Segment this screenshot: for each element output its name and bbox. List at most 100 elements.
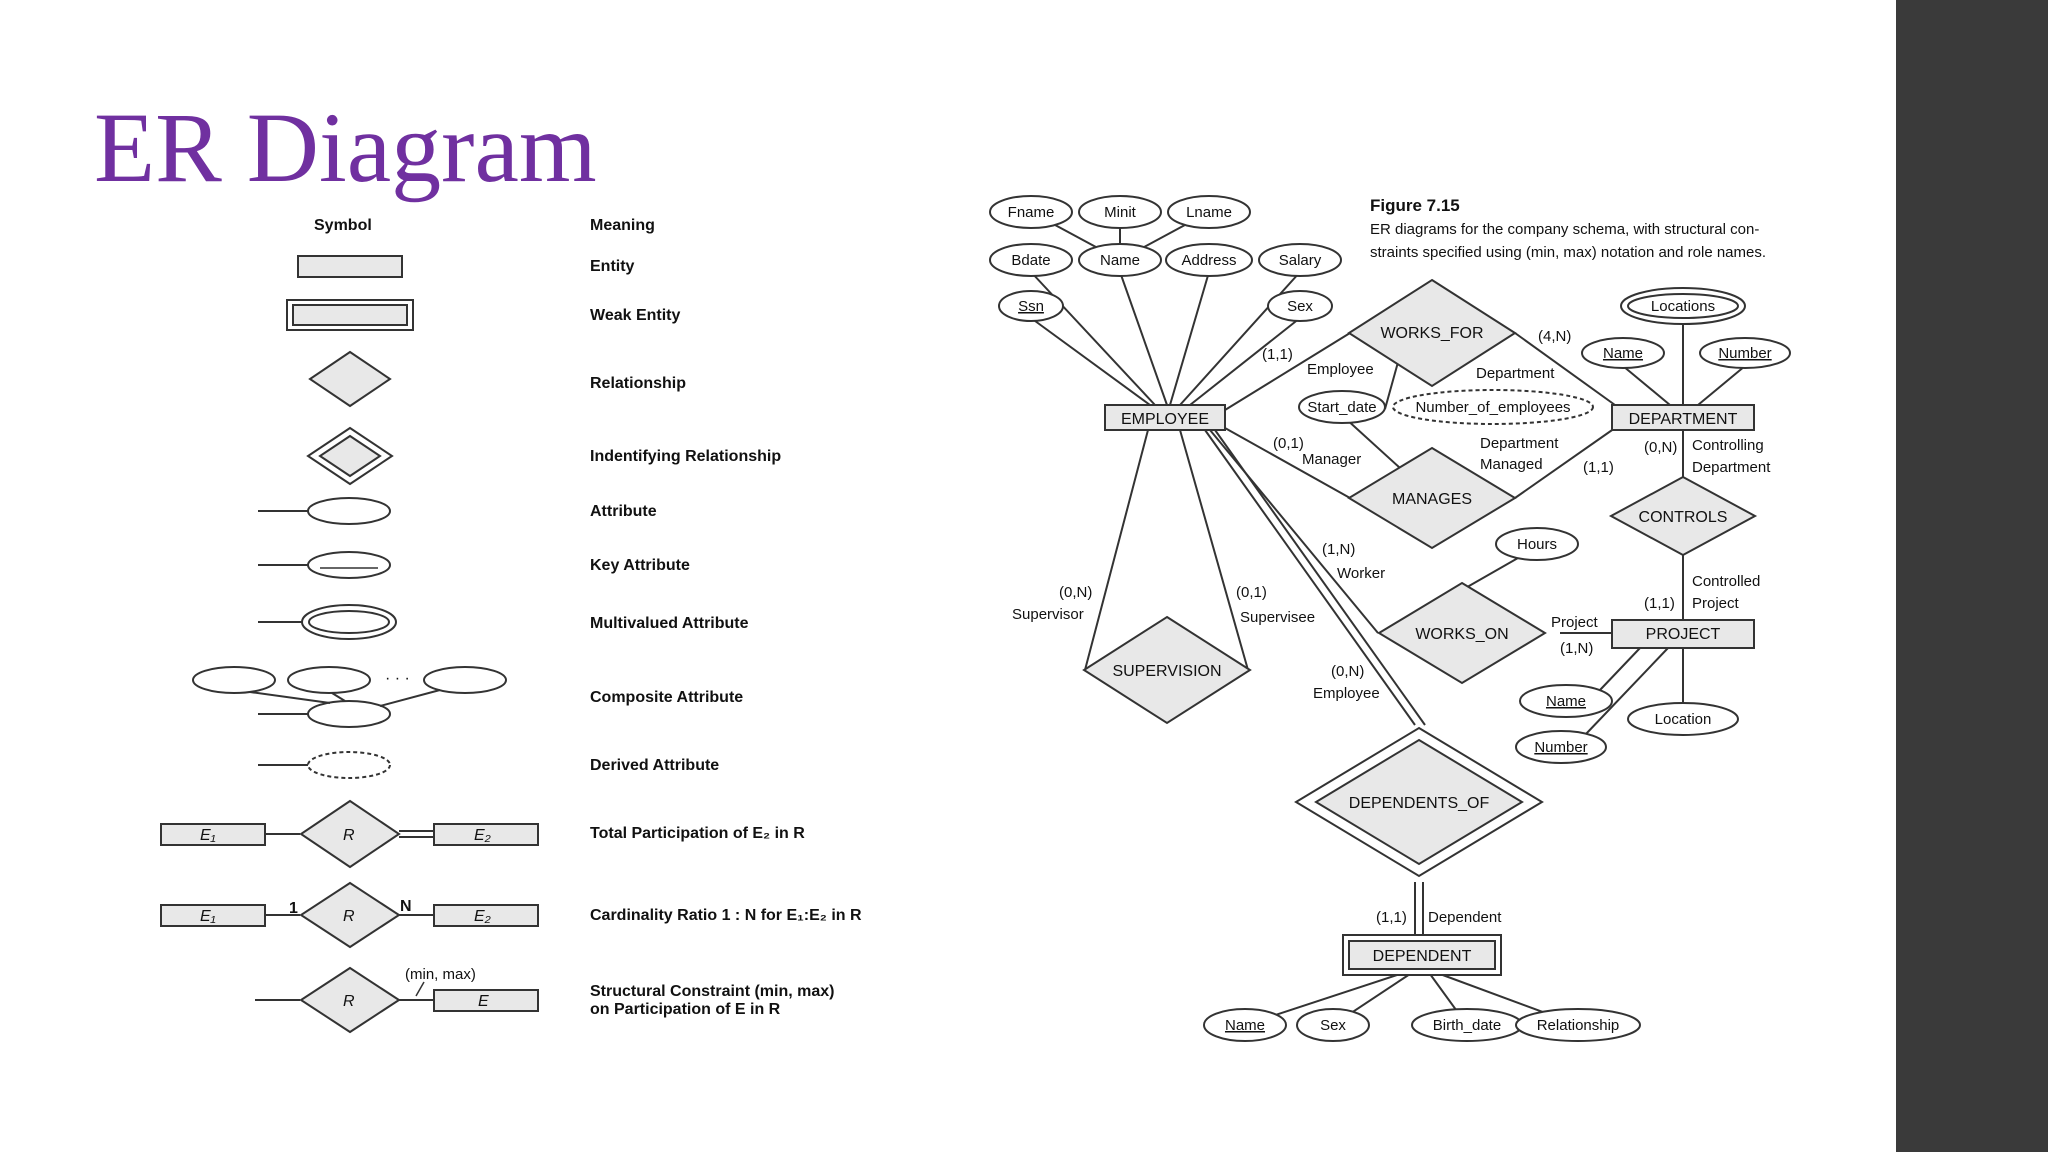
svg-text:Relationship: Relationship	[1537, 1017, 1620, 1034]
role-label: Department	[1476, 365, 1555, 382]
slide: ER Diagram Symbol Meaning Entity Weak En…	[94, 92, 1791, 1042]
figure-caption-line2: straints specified using (min, max) nota…	[1370, 244, 1766, 261]
svg-text:Name: Name	[1546, 693, 1586, 710]
svg-text:Sex: Sex	[1320, 1017, 1346, 1034]
composite-part-3	[423, 666, 507, 694]
svg-text:DEPENDENTS_OF: DEPENDENTS_OF	[1349, 795, 1490, 812]
svg-text:MANAGES: MANAGES	[1392, 491, 1472, 508]
attr-project-name	[1519, 684, 1613, 718]
svg-text:Sex: Sex	[1287, 298, 1313, 315]
relationship-works-for	[1347, 278, 1517, 388]
identifying-relationship-dependents-of	[1314, 738, 1524, 866]
svg-text:Birth_date: Birth_date	[1433, 1017, 1501, 1034]
attr-address	[1165, 243, 1253, 277]
constraint-label: (1,1)	[1644, 595, 1675, 612]
composite-part-2	[287, 666, 371, 694]
relationship-controls	[1608, 475, 1758, 557]
svg-text:Address: Address	[1181, 252, 1236, 269]
meaning-weak-entity: Weak Entity	[590, 307, 681, 324]
meaning-cardinality-ratio: Cardinality Ratio 1 : N for E₁:E₂ in R	[590, 907, 862, 924]
role-label: Dependent	[1428, 909, 1502, 926]
role-label: Managed	[1480, 456, 1543, 473]
constraint-label: (0,1)	[1236, 584, 1267, 601]
meaning-derived-attribute: Derived Attribute	[590, 757, 719, 774]
role-label: Supervisor	[1012, 606, 1084, 623]
role-label: Worker	[1337, 565, 1385, 582]
svg-text:DEPENDENT: DEPENDENT	[1373, 948, 1472, 965]
svg-text:WORKS_FOR: WORKS_FOR	[1380, 325, 1483, 342]
svg-text:Hours: Hours	[1517, 536, 1557, 553]
svg-text:Location: Location	[1655, 711, 1712, 728]
relationship-manages	[1347, 446, 1517, 550]
attr-dependent-name	[1203, 1008, 1287, 1042]
attribute-symbol	[307, 497, 391, 525]
figure-caption-title: Figure 7.15	[1370, 196, 1460, 215]
constraint-label: (4,N)	[1538, 328, 1571, 345]
role-label: Employee	[1307, 361, 1374, 378]
svg-text:(min, max): (min, max)	[405, 966, 476, 983]
total-part-e2	[433, 823, 539, 846]
constraint-label: (0,1)	[1273, 435, 1304, 452]
entity-project	[1611, 619, 1755, 649]
role-label: Controlled	[1692, 573, 1760, 590]
constraint-label: (0,N)	[1059, 584, 1092, 601]
structural-constraint-entity	[433, 989, 539, 1012]
svg-text:SUPERVISION: SUPERVISION	[1112, 663, 1221, 680]
multivalued-attribute-symbol	[308, 610, 390, 634]
svg-text:Ssn: Ssn	[1018, 298, 1044, 315]
role-label: Employee	[1313, 685, 1380, 702]
role-label: Manager	[1302, 451, 1361, 468]
svg-text:Lname: Lname	[1186, 204, 1232, 221]
svg-text:Name: Name	[1603, 345, 1643, 362]
constraint-label: (0,N)	[1331, 663, 1364, 680]
svg-text:DEPARTMENT: DEPARTMENT	[1629, 411, 1738, 428]
constraint-label: (1,1)	[1262, 346, 1293, 363]
composite-dots: · · ·	[385, 670, 410, 687]
meaning-relationship: Relationship	[590, 375, 686, 392]
attr-sex	[1267, 290, 1333, 322]
meaning-key-attribute: Key Attribute	[590, 557, 690, 574]
meaning-structural-constraint-line2: on Participation of E in R	[590, 1001, 781, 1018]
meaning-attribute: Attribute	[590, 503, 657, 520]
attr-lname	[1167, 195, 1251, 229]
svg-text:E₂: E₂	[474, 827, 491, 844]
attr-fname	[989, 195, 1073, 229]
attr-name	[1078, 243, 1162, 277]
role-label: Controlling	[1692, 437, 1764, 454]
svg-text:R: R	[343, 993, 355, 1010]
weak-entity-dependent	[1348, 940, 1496, 970]
attr-project-number	[1515, 730, 1607, 764]
svg-text:N: N	[400, 898, 412, 915]
constraint-label: (1,1)	[1583, 459, 1614, 476]
svg-text:Number: Number	[1534, 739, 1587, 756]
svg-text:Minit: Minit	[1104, 204, 1137, 221]
meaning-total-participation: Total Participation of E₂ in R	[590, 825, 805, 842]
svg-text:E: E	[478, 993, 489, 1010]
svg-text:1: 1	[289, 900, 298, 917]
attr-dependent-sex	[1296, 1008, 1370, 1042]
attr-relationship	[1515, 1008, 1641, 1042]
key-attribute-symbol	[307, 551, 391, 579]
attr-salary	[1258, 243, 1342, 277]
relationship-works-on	[1377, 581, 1547, 685]
svg-text:Salary: Salary	[1279, 252, 1322, 269]
svg-text:Name: Name	[1100, 252, 1140, 269]
role-label: Department	[1692, 459, 1771, 476]
meaning-header: Meaning	[590, 217, 655, 234]
attr-department-number	[1699, 337, 1791, 369]
role-label: Project	[1692, 595, 1740, 612]
svg-text:Fname: Fname	[1008, 204, 1055, 221]
svg-text:Name: Name	[1225, 1017, 1265, 1034]
meaning-identifying-relationship: Indentifying Relationship	[590, 448, 781, 465]
dark-side-panel	[1896, 0, 2048, 1152]
entity-department	[1611, 404, 1755, 431]
structural-constraint-relationship	[299, 966, 401, 1034]
attr-minit	[1078, 195, 1162, 229]
symbol-header: Symbol	[314, 217, 372, 234]
svg-text:WORKS_ON: WORKS_ON	[1415, 626, 1508, 643]
attr-start-date	[1298, 390, 1386, 424]
meaning-structural-constraint: Structural Constraint (min, max)	[590, 983, 834, 1000]
svg-text:Bdate: Bdate	[1011, 252, 1050, 269]
constraint-label: (0,N)	[1644, 439, 1677, 456]
svg-text:Locations: Locations	[1651, 298, 1715, 315]
